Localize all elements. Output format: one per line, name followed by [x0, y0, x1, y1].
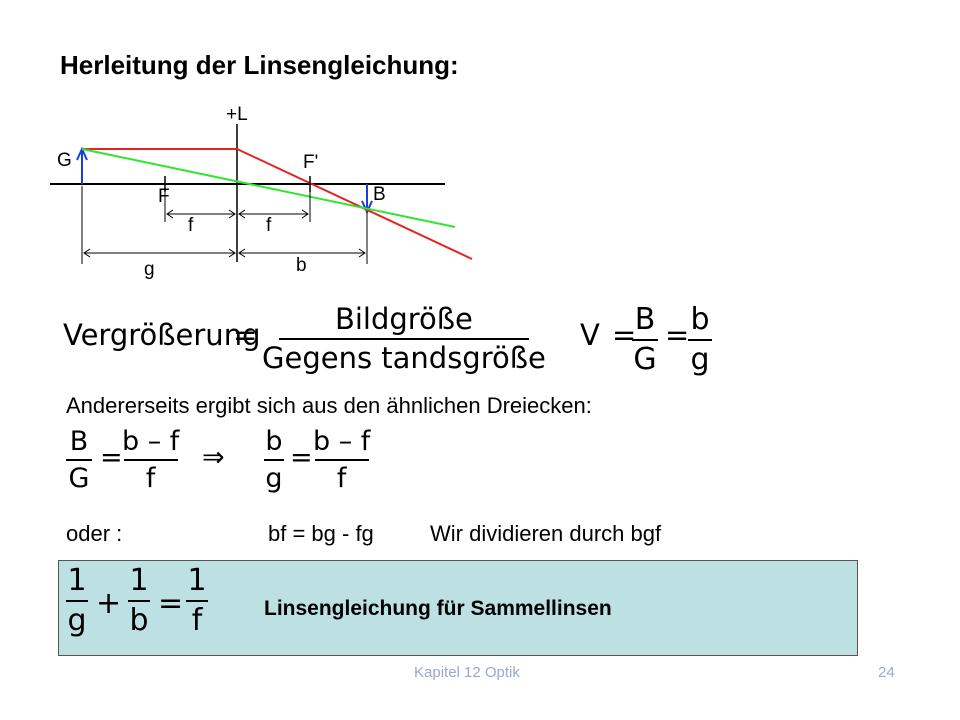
v-equals-1: =: [612, 318, 637, 352]
sim-fraction-BG: B G: [66, 428, 92, 492]
lens-equation-caption: Linsengleichung für Sammellinsen: [264, 597, 612, 620]
magnification-word: Vergrößerung: [63, 318, 261, 352]
fraction-numerator: Bildgröße: [334, 302, 473, 336]
oder-note: Wir dividieren durch bgf: [430, 521, 662, 546]
oder-equation: bf = bg - fg: [268, 521, 374, 546]
similar-triangles-text: Andererseits ergibt sich aus den ähnlich…: [66, 393, 592, 418]
slide-title: Herleitung der Linsengleichung:: [60, 50, 459, 80]
footer-chapter: Kapitel 12 Optik: [414, 664, 520, 681]
magnification-equals: =: [233, 318, 258, 352]
lens-fraction-1f: 1 f: [186, 563, 208, 638]
object-distance-label: g: [144, 259, 155, 280]
lens-equation-box: [58, 560, 858, 656]
fraction-denominator: Gegens tandsgröße: [262, 340, 546, 375]
magnification-fraction: Bildgröße Gegens tandsgröße: [262, 305, 546, 373]
v-equals-2: =: [665, 318, 690, 352]
lens-fraction-1g: 1 g: [66, 563, 88, 638]
image-distance-label: b: [296, 255, 307, 276]
v-fraction-BG: B G: [632, 302, 658, 377]
lens-label: +L: [226, 104, 248, 125]
v-fraction-bg: b g: [688, 305, 712, 375]
footer-page-number: 24: [878, 664, 895, 681]
object-label: G: [57, 150, 72, 171]
lens-fraction-1b: 1 b: [128, 563, 150, 638]
sim-equals-2: =: [290, 442, 313, 473]
v-symbol: V: [580, 318, 600, 352]
sim-fraction-bg: b g: [264, 426, 284, 494]
focal-length-right: f: [266, 215, 272, 236]
sim-fraction-bf-f-2: b – f f: [313, 426, 371, 494]
lens-plus: +: [96, 586, 122, 621]
sim-equals-1: =: [100, 442, 123, 473]
implies-arrow: ⇒: [202, 442, 225, 473]
lens-equals: =: [158, 586, 184, 621]
image-label: B: [373, 184, 386, 205]
focal-right-label: F': [303, 152, 319, 173]
central-ray: [81, 148, 456, 228]
oder-label: oder :: [66, 521, 123, 546]
focal-left-label: F: [158, 186, 170, 207]
sim-fraction-bf-f: b – f f: [122, 426, 180, 494]
refracted-ray: [236, 148, 473, 260]
focal-length-left: f: [188, 215, 194, 236]
